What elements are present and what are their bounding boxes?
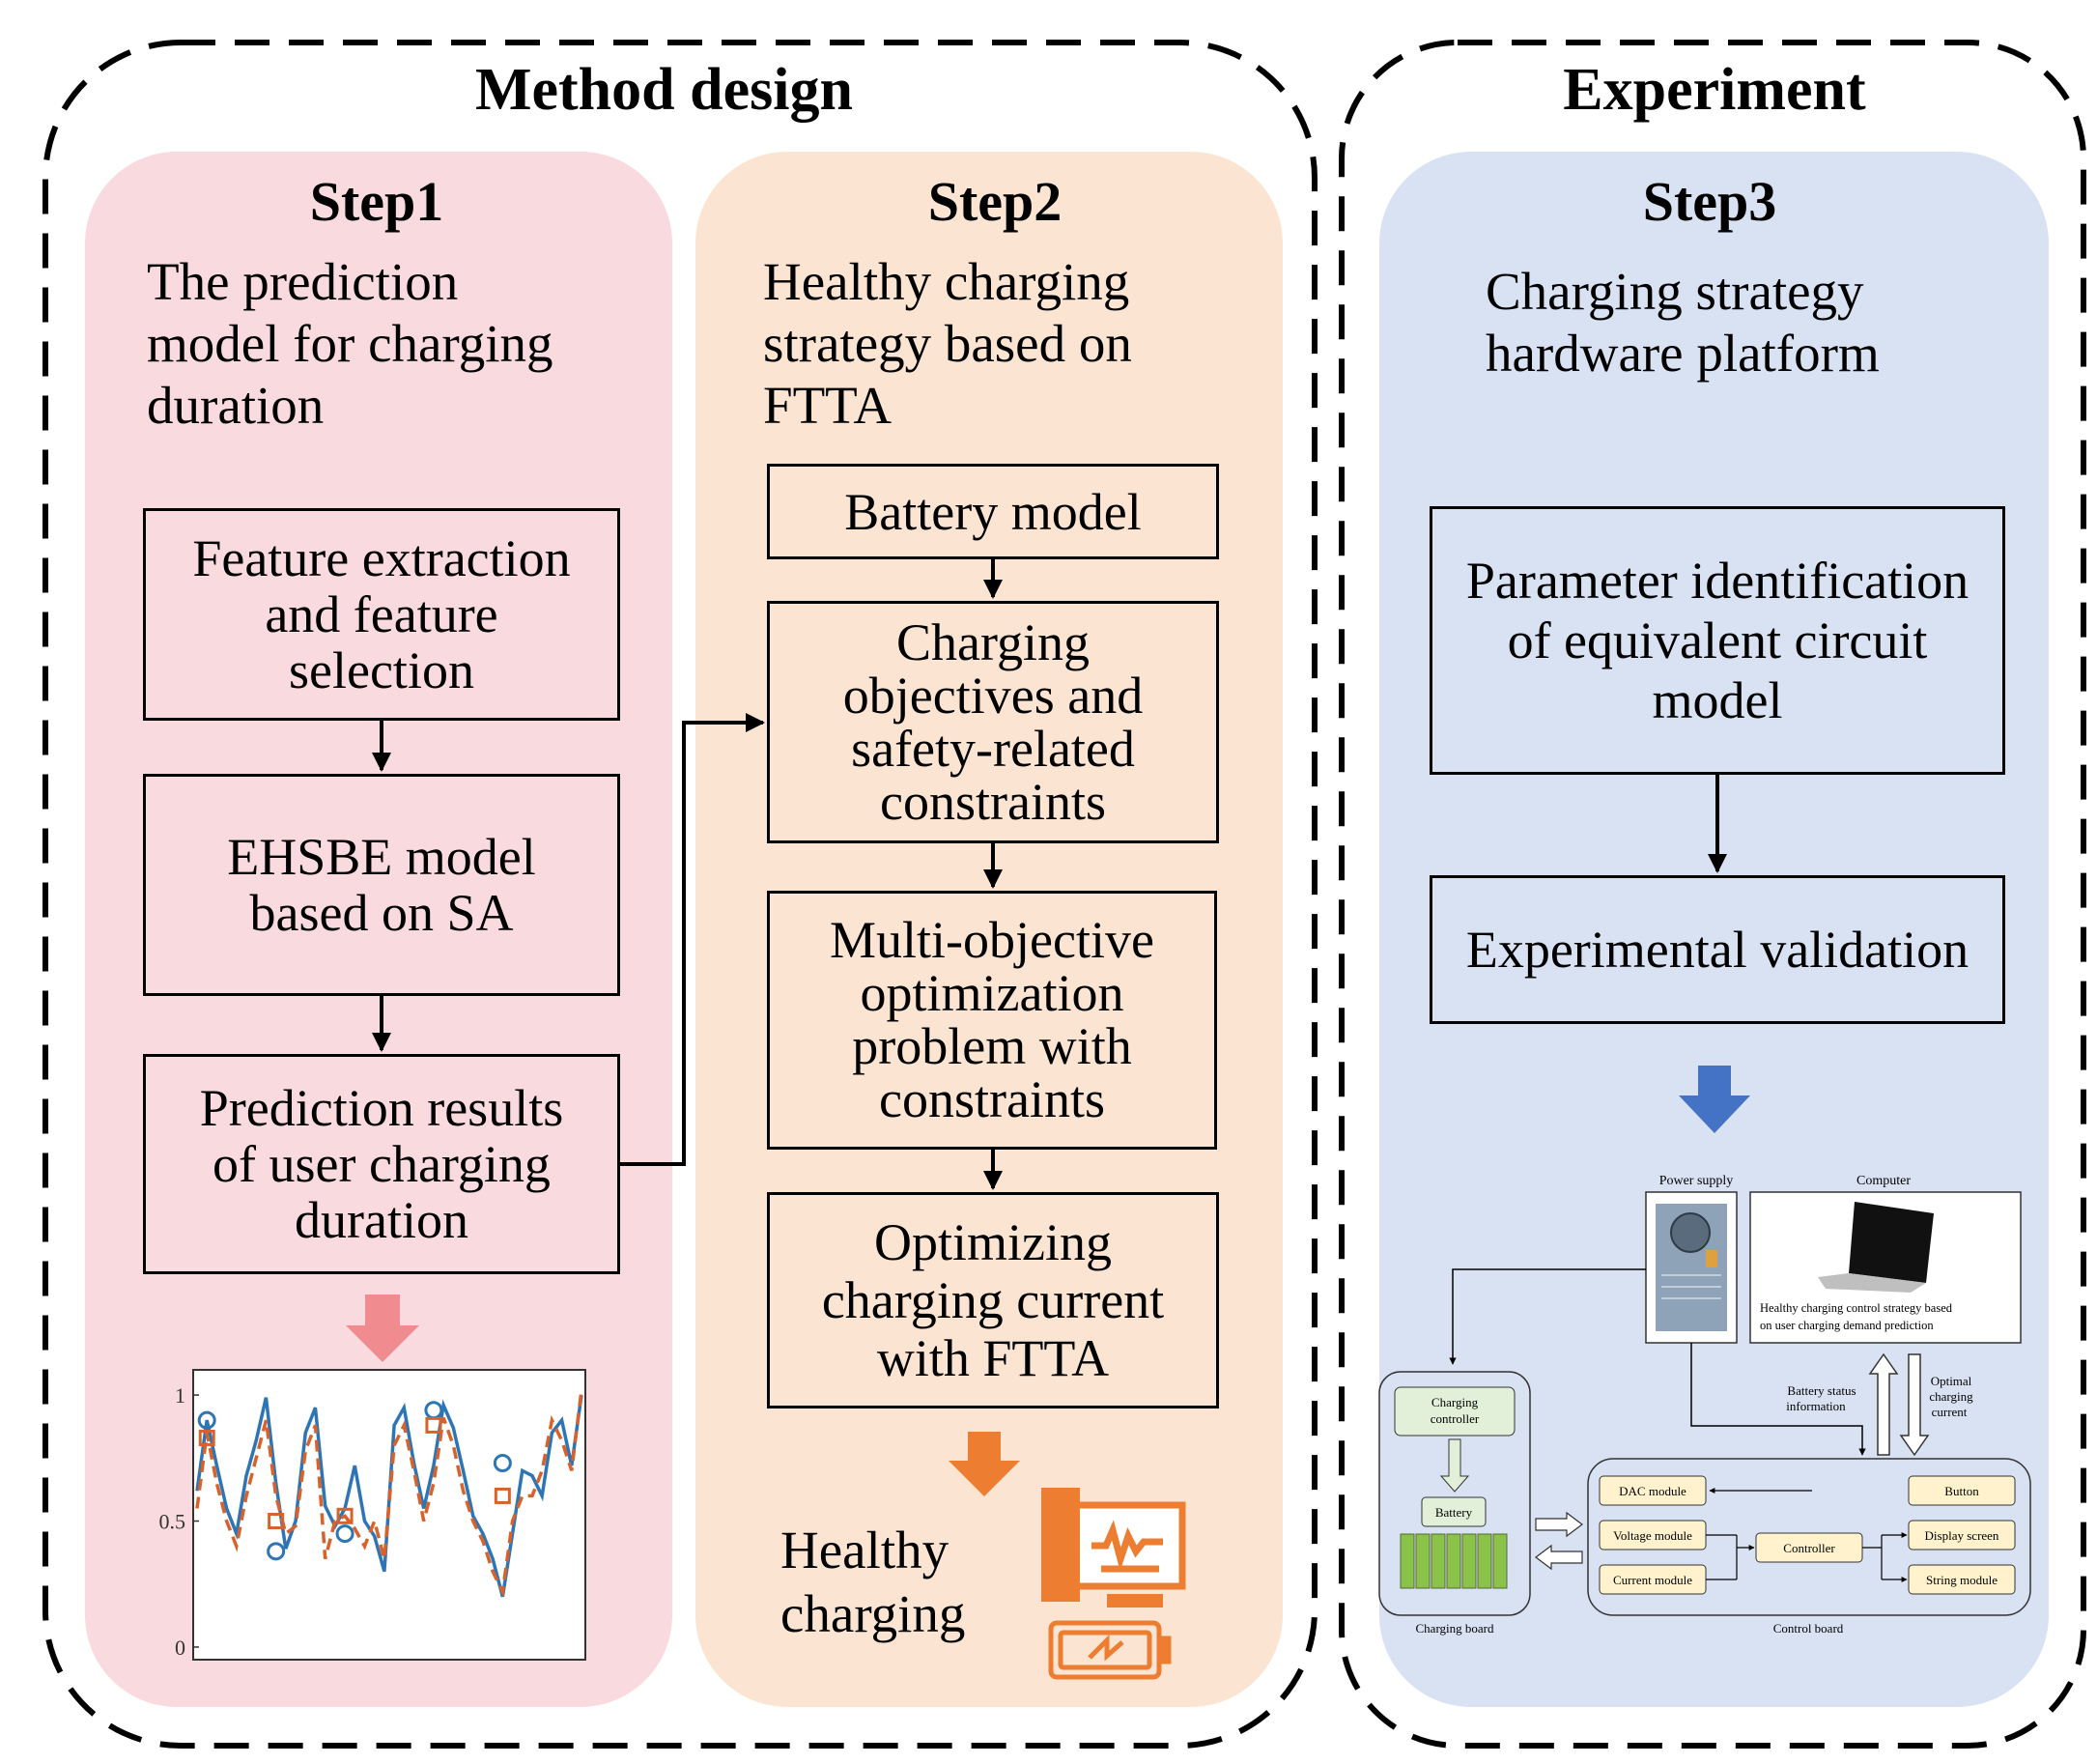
method-design-frame (43, 40, 1318, 1749)
experiment-title: Experiment (1563, 57, 1866, 123)
control-board-frame (1587, 1458, 2031, 1616)
control-board-label: Control board (1773, 1621, 1844, 1636)
square-marker (336, 1507, 354, 1524)
pink-down-arrow-icon (346, 1295, 419, 1362)
battery-module-label: Battery (1435, 1505, 1473, 1520)
display-screen-box (1908, 1520, 2016, 1551)
circle-marker (197, 1410, 216, 1430)
multi-objective-box: Multi-objective optimization problem wit… (767, 891, 1217, 1150)
experimental-validation-box: Experimental validation (1430, 875, 2005, 1024)
dac-module-box (1599, 1475, 1707, 1506)
ehsbe-model-box: EHSBE model based on SA (143, 774, 620, 996)
parameter-identification-box: Parameter identification of equivalent c… (1430, 506, 2005, 775)
y-tick-label: 1 (175, 1383, 185, 1408)
battery-cells-icon (1400, 1533, 1508, 1589)
healthy-charging-label: Healthy charging (780, 1521, 966, 1643)
monitor-icon (1041, 1488, 1186, 1608)
circle-marker (335, 1524, 354, 1544)
battery-charging-icon (1048, 1620, 1172, 1680)
string-module-label: String module (1926, 1573, 1998, 1587)
charging-controller-label-1: Charging (1431, 1395, 1479, 1409)
battery-status-label-1: Battery status (1787, 1383, 1856, 1398)
step3-panel (1379, 152, 2049, 1707)
blue-down-arrow-icon (1679, 1066, 1750, 1133)
step3-title: Step3 (1642, 170, 1777, 233)
feature-extraction-box: Feature extraction and feature selection (143, 508, 620, 721)
orange-down-arrow-icon (949, 1432, 1020, 1496)
downward-data-arrow (1899, 1353, 1930, 1457)
optimal-label-1: Optimal (1931, 1374, 1972, 1388)
step2-title: Step2 (927, 170, 1063, 233)
square-marker (425, 1416, 442, 1434)
charging-controller-box (1394, 1386, 1516, 1437)
square-marker (198, 1429, 215, 1446)
battery-module-box (1421, 1496, 1487, 1527)
display-screen-label: Display screen (1925, 1528, 1999, 1543)
circle-marker (493, 1454, 512, 1473)
square-marker (268, 1513, 285, 1530)
step2-subtitle: Healthy charging strategy based on FTTA (763, 252, 1132, 435)
step1-title: Step1 (309, 170, 444, 233)
step3-subtitle: Charging strategy hardware platform (1486, 262, 1880, 383)
prediction-chart: 00.51 (159, 1369, 586, 1661)
controller-label: Controller (1783, 1541, 1835, 1555)
dac-module-label: DAC module (1619, 1484, 1686, 1498)
charging-board-frame (1378, 1371, 1531, 1616)
current-module-label: Current module (1613, 1573, 1692, 1587)
charging-objectives-box: Charging objectives and safety-related c… (767, 601, 1219, 843)
controller-to-battery-arrow (1439, 1438, 1470, 1493)
optimal-label-2: charging (1929, 1389, 1973, 1404)
string-module-box (1908, 1564, 2016, 1595)
y-tick-label: 0 (175, 1636, 185, 1660)
battery-status-label-2: information (1786, 1399, 1846, 1413)
optimizing-current-box: Optimizing charging current with FTTA (767, 1192, 1219, 1408)
prediction-results-box: Prediction results of user charging dura… (143, 1054, 620, 1274)
charging-board-label: Charging board (1416, 1621, 1494, 1636)
voltage-module-label: Voltage module (1613, 1528, 1692, 1543)
hardware-platform-diagram: Power supply Computer Healthy charging c… (1378, 1174, 2031, 1636)
power-supply-label: Power supply (1659, 1174, 1734, 1188)
arrow-step1-to-step2 (620, 713, 765, 1166)
computer-label: Computer (1856, 1174, 1911, 1188)
computer-caption-2: on user charging demand prediction (1760, 1319, 1934, 1332)
upward-data-arrow (1868, 1352, 1899, 1456)
optimal-label-3: current (1932, 1405, 1968, 1419)
y-tick-label: 0.5 (159, 1510, 186, 1534)
computer-caption-1: Healthy charging control strategy based (1760, 1301, 1953, 1315)
board-right-arrow (1535, 1511, 1583, 1538)
button-module-box (1908, 1475, 2016, 1506)
square-marker (494, 1487, 511, 1504)
step1-subtitle: The prediction model for charging durati… (147, 252, 553, 435)
charging-controller-label-2: controller (1431, 1411, 1480, 1426)
fan-icon (1670, 1212, 1711, 1253)
method-design-title: Method design (475, 57, 853, 123)
laptop-icon (1849, 1202, 1934, 1283)
board-left-arrow (1535, 1544, 1583, 1571)
experiment-frame (1339, 40, 2086, 1749)
circle-marker (267, 1542, 286, 1561)
battery-model-box: Battery model (767, 464, 1219, 559)
predicted-series-line (195, 1389, 583, 1598)
button-module-label: Button (1944, 1484, 1979, 1498)
